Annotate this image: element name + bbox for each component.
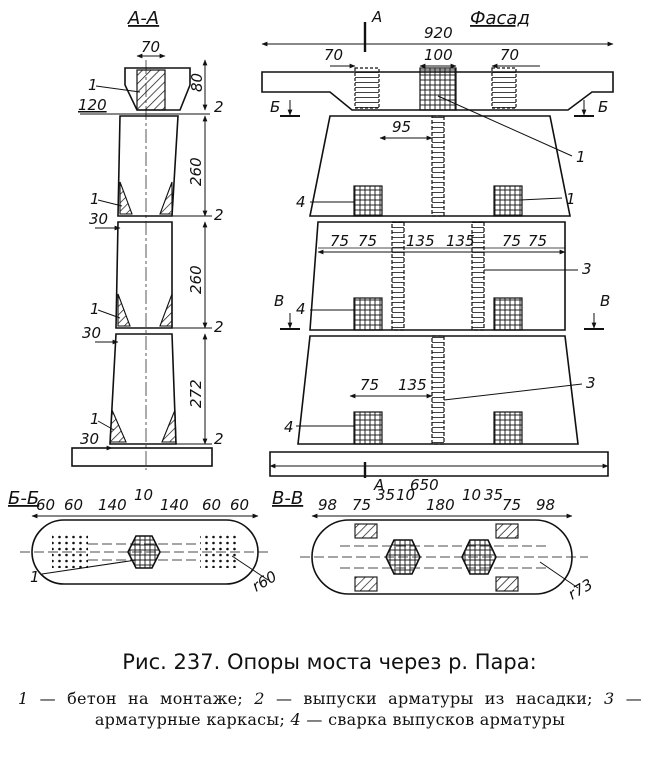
label-aa-r4: 2 <box>214 430 224 448</box>
label-aa-c4: 1 <box>90 410 100 428</box>
vv-dim-5: 10 <box>462 486 481 504</box>
dim-slab-width: 120 <box>78 96 107 114</box>
section-bb-view <box>20 513 272 585</box>
bb-dim-2: 140 <box>98 496 127 514</box>
dim-mid-75d: 75 <box>528 232 547 250</box>
facade-title: Фасад <box>470 8 530 29</box>
figure-caption-title: Рис. 237. Опоры моста через р. Пара: <box>122 650 537 674</box>
vv-dim-2: 35 <box>376 486 395 504</box>
section-aa-view <box>71 53 213 470</box>
label-facade-3b: 3 <box>586 374 596 392</box>
vv-dim-4: 180 <box>426 496 455 514</box>
dim-total-920: 920 <box>424 24 453 42</box>
label-aa-r2: 2 <box>214 206 224 224</box>
dim-h3: 272 <box>187 379 205 408</box>
section-aa-title: А-А <box>127 8 159 29</box>
bb-dim-3: 10 <box>134 486 153 504</box>
cut-b-left: Б <box>270 98 280 116</box>
dim-offset-95: 95 <box>392 118 411 136</box>
label-facade-4b: 4 <box>296 300 306 318</box>
vv-radius: r73 <box>565 575 596 603</box>
label-aa-c1: 1 <box>88 76 98 94</box>
dim-right-70: 70 <box>500 46 519 64</box>
legend-text-3: — арматурные каркасы; <box>94 689 642 729</box>
dim-mid-75c: 75 <box>502 232 521 250</box>
cut-v-right: В <box>600 292 610 310</box>
section-vv-view <box>300 513 588 595</box>
section-aa-texts: А-А 70 80 120 260 260 272 30 30 30 1 1 1… <box>78 8 224 448</box>
legend-text-2: — выпуски арматуры из насадки; <box>264 689 605 708</box>
dim-j3: 30 <box>80 430 99 448</box>
vv-dim-8: 98 <box>536 496 555 514</box>
dim-mid-135a: 135 <box>406 232 435 250</box>
label-facade-1b: 1 <box>566 190 576 208</box>
dim-top-height: 80 <box>188 73 206 92</box>
dim-center-100: 100 <box>424 46 453 64</box>
facade-cut-a: А <box>371 8 382 26</box>
label-facade-4c: 4 <box>284 418 294 436</box>
bb-radius: r60 <box>249 567 280 595</box>
dim-base-650: 650 <box>410 476 439 494</box>
label-facade-3a: 3 <box>582 260 592 278</box>
legend-num-4: 4 <box>290 710 302 729</box>
section-bb-title: Б-Б <box>8 488 39 509</box>
figure-caption-legend: 1 — бетон на монтаже; 2 — выпуски армату… <box>18 688 642 730</box>
label-aa-c2: 1 <box>90 190 100 208</box>
legend-num-1: 1 <box>18 689 29 708</box>
bb-dim-5: 60 <box>202 496 221 514</box>
label-aa-r1: 2 <box>214 98 224 116</box>
dim-mid-135b: 135 <box>446 232 475 250</box>
facade-texts: Фасад А А 920 70 100 70 95 75 75 135 135… <box>270 8 610 494</box>
dim-mid-75a: 75 <box>330 232 349 250</box>
dim-j1: 30 <box>89 210 108 228</box>
bb-dim-4: 140 <box>160 496 189 514</box>
dim-h2: 260 <box>187 265 205 294</box>
label-facade-1a: 1 <box>576 148 586 166</box>
facade-view <box>261 22 614 478</box>
vv-dim-6: 35 <box>484 486 503 504</box>
label-facade-4a: 4 <box>296 193 306 211</box>
section-vv-title: В-В <box>272 488 303 509</box>
bb-dim-1: 60 <box>64 496 83 514</box>
dim-h1: 260 <box>187 157 205 186</box>
legend-num-3: 3 <box>604 689 615 708</box>
dim-top-width: 70 <box>141 38 160 56</box>
bb-label-1: 1 <box>30 568 40 586</box>
bb-dim-6: 60 <box>230 496 249 514</box>
label-aa-r3: 2 <box>214 318 224 336</box>
vv-dim-1: 75 <box>352 496 371 514</box>
dim-left-70: 70 <box>324 46 343 64</box>
facade-cut-a-bottom: А <box>373 476 384 494</box>
vv-dim-7: 75 <box>502 496 521 514</box>
dim-mid-75b: 75 <box>358 232 377 250</box>
vv-dim-3: 10 <box>396 486 415 504</box>
bb-dim-0: 60 <box>36 496 55 514</box>
legend-text-4: — сварка выпусков арматуры <box>301 710 566 729</box>
section-vv-texts: В-В 98 75 35 10 180 10 35 75 98 r73 <box>272 486 596 603</box>
dim-bottom-135: 135 <box>398 376 427 394</box>
dim-bottom-75: 75 <box>360 376 379 394</box>
cut-v-left: В <box>274 292 284 310</box>
cut-b-right: Б <box>598 98 608 116</box>
dim-j2: 30 <box>82 324 101 342</box>
legend-text-1: — бетон на монтаже; <box>28 689 255 708</box>
bridge-pier-drawing: А-А 70 80 120 260 260 272 30 30 30 1 1 1… <box>8 8 614 603</box>
vv-dim-0: 98 <box>318 496 337 514</box>
label-aa-c3: 1 <box>90 300 100 318</box>
legend-num-2: 2 <box>254 689 265 708</box>
